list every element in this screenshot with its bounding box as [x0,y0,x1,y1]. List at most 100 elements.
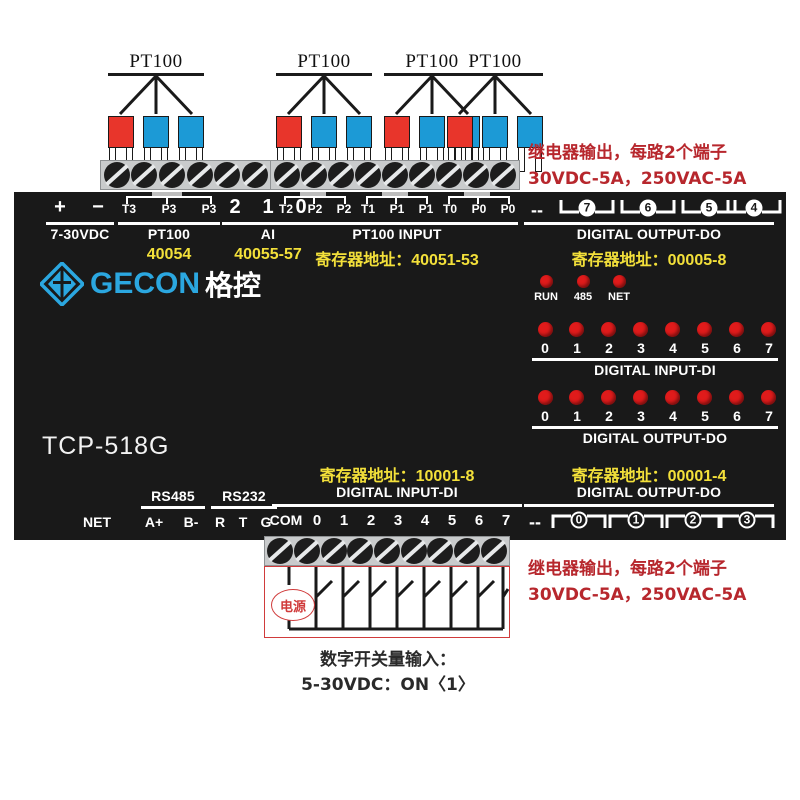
switch-input-caption: 数字开关量输入： 5-30VDC：ON〈1〉 [255,648,521,698]
do-led-6 [729,390,744,405]
screw-terminal[interactable] [273,162,300,188]
pin-di-6: 6 [474,512,484,529]
pin-do-top-dash: -- [531,200,543,220]
pin-di-com: COM [269,512,303,528]
switch-caption-line1: 数字开关量输入： [320,650,456,670]
relay-number: 4 [745,199,763,217]
pin-t0: T0 [442,202,457,216]
relay-note-line1: 继电器输出，每路2个端子 [528,143,727,163]
relay-note-bottom-line2: 30VDC-5A，250VAC-5A [528,585,747,605]
screw-terminal[interactable] [436,162,463,188]
do-led-7 [761,390,776,405]
pin-p0-a: P0 [471,202,487,216]
relay-contact-5: 5 [679,198,739,218]
gecon-wordmark-cn: 格控 [205,269,262,302]
group-label-ai: AI [260,226,276,242]
relay-contact-4: 4 [724,198,784,218]
screw-terminal[interactable] [453,538,480,564]
bridge-symbol-pt2 [284,192,346,204]
di-led-7 [761,322,776,337]
register-pt100-ch3: 40054 [146,246,192,263]
bridge-symbol-pt3 [126,192,212,204]
screw-terminal[interactable] [131,162,158,188]
screw-terminal[interactable] [242,162,269,188]
screw-terminal[interactable] [214,162,241,188]
pin-di-3: 3 [393,512,403,529]
relay-number: 3 [738,511,756,529]
screw-terminal[interactable] [186,162,213,188]
pin-p3-a: P3 [161,202,177,216]
di-led-num-2: 2 [605,340,613,356]
di-led-4 [665,322,680,337]
pt100-label: PT100 [468,51,522,72]
relay-output-note-bottom: 继电器输出，每路2个端子 30VDC-5A，250VAC-5A [528,556,746,608]
screw-terminal[interactable] [409,162,436,188]
screw-terminal[interactable] [320,538,347,564]
status-led-net [613,275,626,288]
relay-number: 0 [570,511,588,529]
di-led-3 [633,322,648,337]
pin-ai-2: 2 [229,196,241,218]
pin-rs232-r: R [214,514,226,530]
group-label-di-bottom: DIGITAL INPUT-DI [336,484,458,500]
screw-terminal[interactable] [159,162,186,188]
di-led-2 [601,322,616,337]
group-label-power: 7-30VDC [50,226,110,242]
screw-terminal[interactable] [267,538,294,564]
screw-terminal[interactable] [400,538,427,564]
screw-terminal[interactable] [293,538,320,564]
bridge-symbol-pt1 [366,192,428,204]
di-led-num-6: 6 [733,340,741,356]
pin-p2-b: P2 [336,202,352,216]
screw-terminal[interactable] [427,538,454,564]
screw-terminal-strip-right[interactable] [270,160,520,190]
pin-do-bottom-dash: -- [529,512,541,532]
screw-terminal[interactable] [103,162,130,188]
status-led-run [540,275,553,288]
di-led-num-1: 1 [573,340,581,356]
group-label-do-top: DIGITAL OUTPUT-DO [576,226,722,242]
device-panel: + − 7-30VDC T3 P3 P3 PT100 40054 2 1 0 A… [14,192,786,540]
relay-contact-3: 3 [717,510,777,530]
device-model-label: TCP-518G [42,432,170,460]
pin-p2-a: P2 [307,202,323,216]
di-led-num-0: 0 [541,340,549,356]
relay-contact-7: 7 [557,198,617,218]
pin-di-5: 5 [447,512,457,529]
screw-terminal[interactable] [490,162,517,188]
di-led-num-3: 3 [637,340,645,356]
screw-terminal[interactable] [327,162,354,188]
pt100-label: PT100 [297,51,351,72]
screw-terminal-strip-bottom[interactable] [264,536,510,566]
pin-di-7: 7 [501,512,511,529]
relay-contact-1: 1 [606,510,666,530]
screw-terminal[interactable] [373,538,400,564]
status-led-485 [577,275,590,288]
di-led-6 [729,322,744,337]
di-led-num-5: 5 [701,340,709,356]
screw-terminal[interactable] [354,162,381,188]
do-led-num-5: 5 [701,408,709,424]
pt100-label: PT100 [405,51,459,72]
group-label-do-leds: DIGITAL OUTPUT-DO [582,430,728,446]
do-led-4 [665,390,680,405]
group-label-di-leds: DIGITAL INPUT-DI [594,362,716,378]
di-led-1 [569,322,584,337]
do-led-1 [569,390,584,405]
switch-input-wiring-diagram: 电源 [264,566,510,638]
screw-terminal[interactable] [347,538,374,564]
pin-di-2: 2 [366,512,376,529]
pt100-sensor-group-2: PT100 [276,52,372,174]
pin-t1: T1 [360,202,375,216]
screw-terminal[interactable] [381,162,408,188]
status-led-label-net: NET [608,291,630,303]
pin-power-plus: + [54,196,66,218]
do-led-num-4: 4 [669,408,677,424]
pin-ai-0: 0 [295,196,307,218]
pin-di-4: 4 [420,512,430,529]
screw-terminal[interactable] [480,538,507,564]
screw-terminal-strip-left[interactable] [100,160,272,190]
relay-contact-0: 0 [549,510,609,530]
screw-terminal[interactable] [300,162,327,188]
screw-terminal[interactable] [463,162,490,188]
